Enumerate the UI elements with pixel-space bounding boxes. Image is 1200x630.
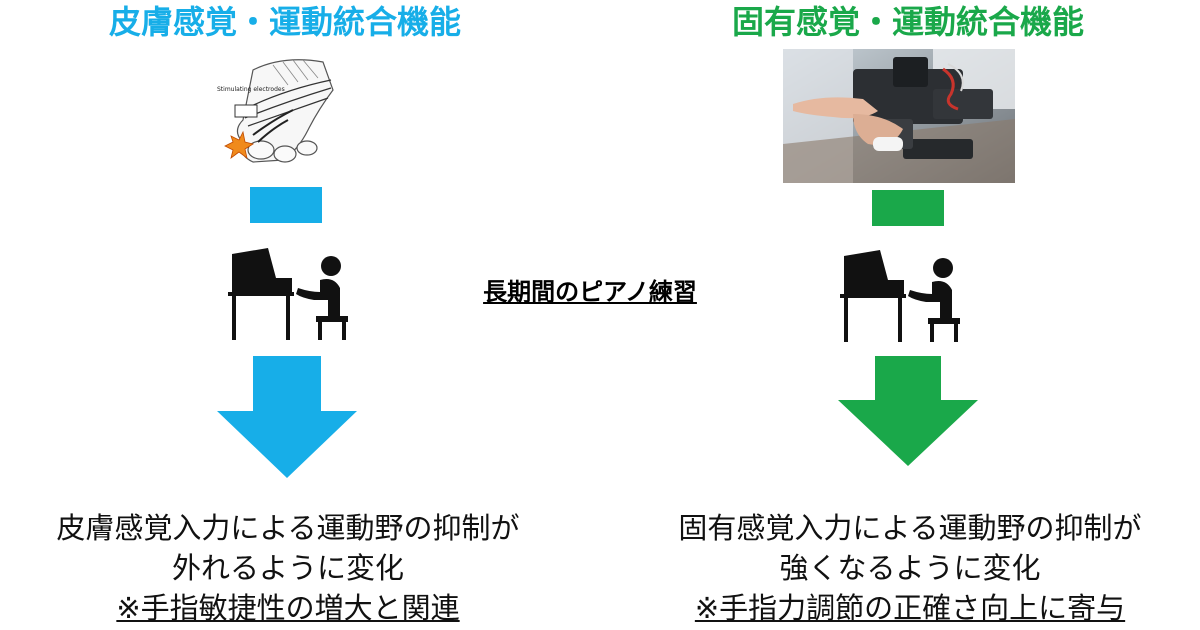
electrode-label: Stimulating electrodes [217, 86, 285, 93]
left-color-bar [250, 187, 322, 223]
down-arrow-icon [217, 356, 357, 478]
left-title: 皮膚感覚・運動統合機能 [108, 3, 462, 41]
right-result-line2: 強くなるように変化 [779, 551, 1041, 585]
right-color-bar [872, 190, 944, 226]
down-arrow-icon [838, 356, 978, 466]
piano-player-icon [228, 248, 352, 340]
hand-electrodes-illustration: Stimulating electrodes [213, 50, 336, 173]
right-result-note: ※手指力調節の正確さ向上に寄与 [694, 591, 1126, 625]
finger-robot-photo [783, 49, 1015, 183]
left-result-note: ※手指敏捷性の増大と関連 [116, 591, 460, 625]
right-result-line1: 固有感覚入力による運動野の抑制が [678, 511, 1142, 545]
left-result-line1: 皮膚感覚入力による運動野の抑制が [56, 511, 520, 545]
right-title: 固有感覚・運動統合機能 [731, 3, 1085, 41]
piano-player-icon [840, 250, 964, 342]
center-label: 長期間のピアノ練習 [483, 278, 697, 306]
right-result: 固有感覚入力による運動野の抑制が 強くなるように変化 ※手指力調節の正確さ向上に… [610, 508, 1200, 628]
left-result: 皮膚感覚入力による運動野の抑制が 外れるように変化 ※手指敏捷性の増大と関連 [0, 508, 588, 628]
left-result-line2: 外れるように変化 [171, 551, 404, 585]
